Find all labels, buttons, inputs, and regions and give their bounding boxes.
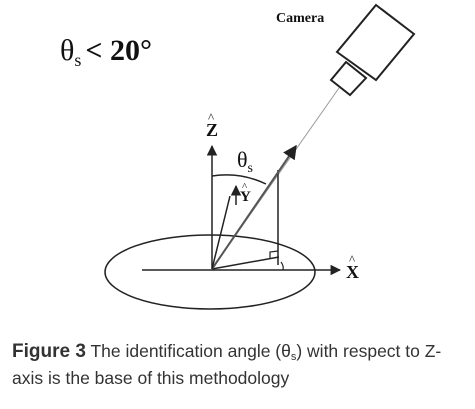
condition-subscript: s <box>74 50 81 70</box>
caption-text-after: ) with respect to Z-axis is the base of … <box>12 341 442 388</box>
camera-label: Camera <box>276 11 324 26</box>
y-axis-label: Y <box>240 189 251 205</box>
ground-plane-ellipse <box>104 234 316 310</box>
caption-theta-subscript: s <box>290 351 297 363</box>
figure-label: Figure 3 <box>12 341 86 362</box>
theta-angle-arc <box>211 174 267 185</box>
projection-angle-arc <box>280 261 284 271</box>
caption-theta: θ <box>281 341 291 361</box>
condition-theta: θ <box>60 34 74 67</box>
figure-caption: Figure 3 The identification angle (θs) w… <box>12 338 467 392</box>
view-vector <box>211 144 297 270</box>
right-angle-marker <box>269 250 279 258</box>
theta-angle-label: θs <box>237 147 253 176</box>
y-axis-hat: ^ <box>242 181 248 193</box>
camera-body-icon <box>335 3 416 82</box>
camera-lens-icon <box>329 60 368 97</box>
z-axis-label: Z <box>206 120 218 140</box>
projection-line <box>211 256 280 270</box>
condition-label: θs< 20° <box>60 34 152 70</box>
x-axis-hat: ^ <box>349 252 355 267</box>
z-axis-hat: ^ <box>208 110 214 125</box>
y-axis-line <box>211 195 231 270</box>
condition-relation: < 20° <box>85 34 152 67</box>
x-axis-label: X <box>346 262 359 282</box>
caption-text-before: The identification angle ( <box>85 341 282 361</box>
